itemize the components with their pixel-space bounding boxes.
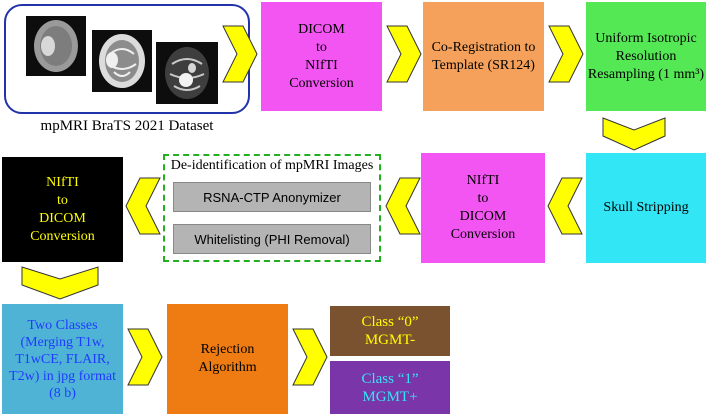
resampling-box: Uniform Isotropic Resolution Resampling …: [586, 2, 706, 111]
brain-mri-slice-icon: [165, 47, 209, 99]
deidentification-group: De-identification of mpMRI Images RSNA-C…: [163, 154, 381, 262]
two-classes-box: Two Classes (Merging T1w, T1wCE, FLAIR, …: [2, 304, 123, 414]
deidentification-title: De-identification of mpMRI Images: [170, 158, 374, 173]
nifti-to-dicom-right-box: NIfTI to DICOM Conversion: [421, 153, 545, 263]
coregistration-box: Co-Registration to Template (SR124): [423, 2, 544, 111]
arrow-left-icon: [547, 177, 583, 235]
mri-scan-3: [156, 42, 218, 104]
arrow-left-icon: [385, 177, 421, 235]
nifti-to-dicom-left-box: NIfTI to DICOM Conversion: [2, 157, 123, 262]
arrow-down-icon: [21, 266, 99, 300]
rejection-algorithm-box: Rejection Algorithm: [167, 304, 288, 414]
dicom-to-nifti-box: DICOM to NIfTI Conversion: [261, 2, 382, 111]
brain-mri-slice-icon: [34, 20, 78, 72]
class-0-box: Class “0” MGMT-: [330, 306, 450, 356]
arrow-right-icon: [548, 25, 584, 83]
arrow-down-icon: [602, 117, 666, 151]
whitelisting-box: Whitelisting (PHI Removal): [173, 224, 371, 254]
dataset-frame: [4, 4, 250, 114]
arrow-left-icon: [125, 177, 161, 235]
arrow-right-icon: [222, 25, 258, 83]
brain-mri-slice-icon: [99, 34, 145, 88]
mri-scan-2: [92, 30, 152, 92]
skull-stripping-box: Skull Stripping: [586, 153, 706, 263]
mri-scan-1: [26, 16, 86, 76]
arrow-right-icon: [292, 328, 328, 386]
rsna-ctp-anonymizer-box: RSNA-CTP Anonymizer: [173, 182, 371, 212]
class-1-box: Class “1” MGMT+: [330, 361, 450, 414]
arrow-right-icon: [127, 328, 163, 386]
dataset-caption: mpMRI BraTS 2021 Dataset: [40, 118, 214, 134]
arrow-right-icon: [386, 25, 422, 83]
